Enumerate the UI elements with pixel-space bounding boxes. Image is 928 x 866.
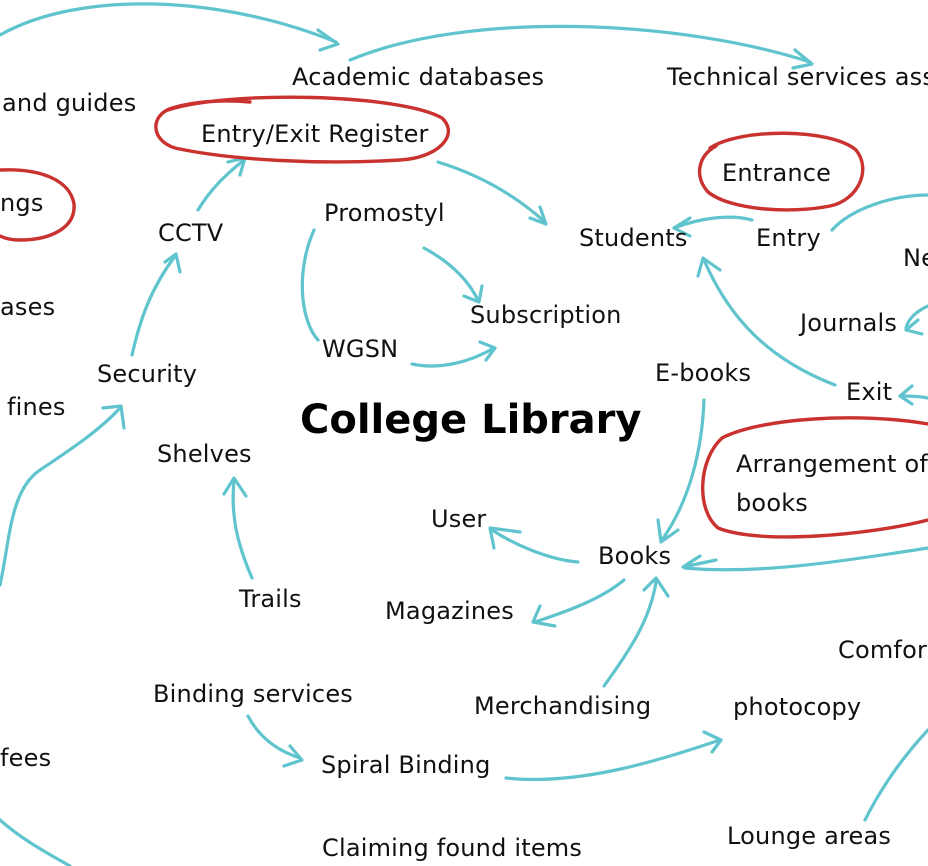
highlight-entrance [697,131,865,212]
arrow-right-to-entry [830,193,928,232]
highlight-ngs [0,168,76,242]
arrow-promostyl-wgsn-link [300,228,320,342]
arrow-register-to-students [436,160,547,224]
node-ne: Ne [903,244,928,272]
arrow-promostyl-to-subscription [422,246,480,302]
arrow-to-journals [904,304,928,330]
arrow-to-academic-databases [0,2,338,44]
node-comfor: Comfor [838,636,928,664]
highlight-entry-exit-register [154,95,450,164]
node-academic-databases: Academic databases [292,63,545,91]
arrow-security-to-cctv [130,254,177,357]
node-lounge-areas: Lounge areas [727,822,892,850]
node-ngs: ngs [0,189,44,217]
arrow-left-to-security [0,406,122,587]
node-technical-services: Technical services ass [667,63,928,91]
arrow-cctv-to-register [196,158,246,212]
arrow-merch-to-books [602,580,658,688]
node-arrangement-line2: books [736,489,809,517]
node-entrance: Entrance [722,159,832,187]
node-binding-services: Binding services [153,680,353,708]
node-arrangement-line1: Arrangement of [736,450,928,478]
arrow-ebooks-to-books [660,398,706,542]
node-students: Students [579,224,688,252]
arrow-bottom-left [0,818,72,866]
node-photocopy: photocopy [733,693,862,721]
node-security: Security [97,360,198,388]
node-spiral-binding: Spiral Binding [321,751,491,779]
arrow-books-to-magazines [533,578,626,624]
arrow-binding-to-spiral [246,714,302,760]
node-cctv: CCTV [158,219,224,247]
arrow-wgsn-to-subscription [410,346,496,368]
highlight-arrangement-of-books [700,416,928,539]
node-e-books: E-books [655,359,752,387]
node-shelves: Shelves [157,440,252,468]
node-fines: fines [7,393,66,421]
node-entry: Entry [756,224,821,252]
node-exit: Exit [846,378,893,406]
arrow-trails-to-shelves [231,478,254,580]
node-journals: Journals [800,309,898,337]
page-title: College Library [300,397,642,443]
arrow-right-to-lounge [863,728,928,822]
arrow-entry-to-students [672,215,754,230]
node-claiming-found-items: Claiming found items [322,834,583,862]
node-ases: ases [0,293,56,321]
node-subscription: Subscription [470,301,622,329]
arrow-books-to-user [490,528,580,564]
arrow-exit-to-students [702,258,837,387]
node-entry-exit-register: Entry/Exit Register [201,120,429,148]
node-and-guides: and guides [2,89,137,117]
arrow-to-technical-services [348,24,812,64]
node-promostyl: Promostyl [324,199,445,227]
node-trails: Trails [239,585,302,613]
node-user: User [431,505,487,533]
arrow-spiral-to-photocopy [504,738,722,782]
node-merchandising: Merchandising [474,692,652,720]
node-magazines: Magazines [385,597,514,625]
node-wgsn: WGSN [322,335,399,363]
node-fees: fees [0,744,52,772]
arrow-right-to-books [683,546,928,572]
node-books: Books [598,542,672,570]
